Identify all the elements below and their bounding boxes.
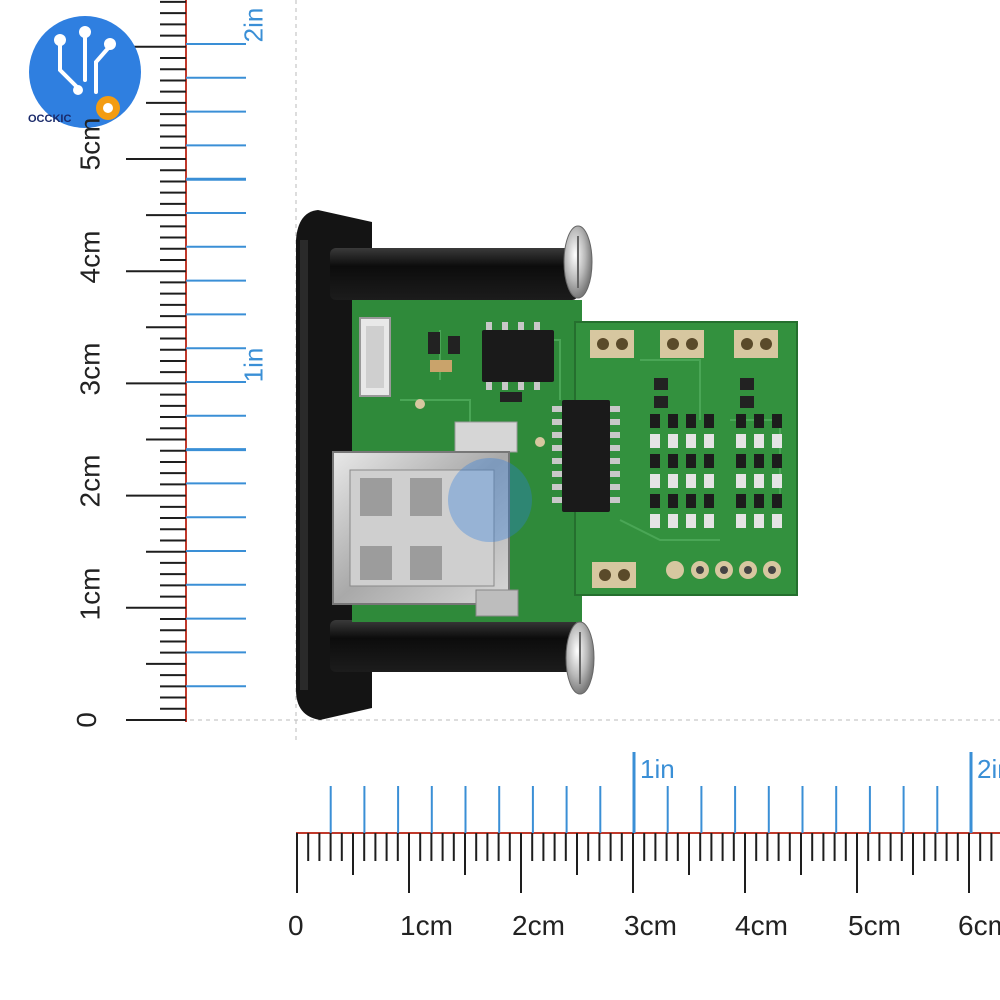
smd-resistor bbox=[650, 514, 660, 528]
solder-pads bbox=[415, 330, 781, 588]
chip-pin bbox=[552, 497, 562, 503]
usb-tab-pad bbox=[454, 421, 518, 453]
horizontal-inch-ticks bbox=[329, 752, 973, 833]
smd-resistor bbox=[704, 514, 714, 528]
smd-resistor bbox=[772, 434, 782, 448]
smd-resistor bbox=[704, 494, 714, 508]
smd-resistor bbox=[650, 474, 660, 488]
h-cm-label-3: 3cm bbox=[624, 910, 677, 941]
smd-resistor bbox=[668, 514, 678, 528]
bottom-screw bbox=[565, 621, 595, 695]
chip-u6 bbox=[562, 400, 610, 512]
vertical-cm-ticks bbox=[126, 0, 186, 721]
smd-resistor bbox=[754, 454, 764, 468]
chip-pin bbox=[552, 471, 562, 477]
usb-a-port bbox=[332, 451, 519, 617]
v-cm-label-3: 3cm bbox=[74, 342, 106, 396]
h-in-label-2: 2in bbox=[977, 756, 1000, 782]
smd-resistor bbox=[686, 474, 696, 488]
chip-pin bbox=[610, 432, 620, 438]
smd-components bbox=[428, 332, 754, 408]
v-cm-label-0: 0 bbox=[70, 712, 102, 728]
smd-resistor bbox=[736, 434, 746, 448]
watermark-logo bbox=[448, 458, 532, 542]
horizontal-cm-ticks bbox=[296, 833, 993, 893]
v-cm-label-1: 1cm bbox=[74, 567, 106, 621]
smd-resistor bbox=[686, 494, 696, 508]
smd-resistor bbox=[650, 494, 660, 508]
smd-resistor bbox=[668, 494, 678, 508]
smd-resistor bbox=[772, 474, 782, 488]
smd-resistor bbox=[736, 514, 746, 528]
chip-pin bbox=[552, 432, 562, 438]
v-in-label-2: 2in bbox=[238, 7, 269, 43]
smd-resistor bbox=[772, 514, 782, 528]
smd-resistor bbox=[668, 434, 678, 448]
smd-resistor bbox=[704, 434, 714, 448]
smd-resistor bbox=[754, 514, 764, 528]
smd-resistor bbox=[686, 514, 696, 528]
smd-resistor bbox=[772, 494, 782, 508]
chip-pin bbox=[610, 458, 620, 464]
h-cm-label-2: 2cm bbox=[512, 910, 565, 941]
chip-pin bbox=[552, 458, 562, 464]
smd-resistor bbox=[736, 494, 746, 508]
top-pillar bbox=[330, 248, 578, 300]
resistor-grid bbox=[650, 414, 782, 528]
smd-resistor bbox=[754, 494, 764, 508]
v-cm-label-2: 2cm bbox=[74, 454, 106, 508]
chip-pin bbox=[552, 406, 562, 412]
chip-pin bbox=[552, 419, 562, 425]
brand-logo bbox=[29, 16, 141, 128]
smd-resistor bbox=[704, 474, 714, 488]
smd-resistor bbox=[686, 414, 696, 428]
chip-pin bbox=[610, 497, 620, 503]
smd-resistor bbox=[754, 414, 764, 428]
chip-u1 bbox=[482, 330, 554, 382]
bezel-edge bbox=[300, 240, 308, 690]
chip-pin bbox=[610, 471, 620, 477]
chip-pin bbox=[610, 406, 620, 412]
smd-resistor bbox=[704, 414, 714, 428]
chip-pin bbox=[610, 445, 620, 451]
mp3-module bbox=[296, 210, 798, 720]
smd-resistor bbox=[736, 474, 746, 488]
smd-resistor bbox=[650, 414, 660, 428]
v-in-label-1: 1in bbox=[238, 347, 269, 383]
smd-resistor bbox=[650, 454, 660, 468]
bottom-pillar bbox=[330, 620, 578, 672]
vertical-ruler bbox=[126, 0, 246, 722]
smd-resistor bbox=[772, 414, 782, 428]
horizontal-ruler bbox=[296, 752, 1000, 893]
smd-resistor bbox=[686, 434, 696, 448]
smd-resistor bbox=[686, 454, 696, 468]
smd-resistor bbox=[772, 454, 782, 468]
smd-resistor bbox=[668, 474, 678, 488]
chip-pin bbox=[610, 419, 620, 425]
vertical-inch-ticks bbox=[186, 43, 246, 688]
top-screw bbox=[563, 225, 593, 299]
smd-resistor bbox=[650, 434, 660, 448]
h-cm-label-0: 0 bbox=[288, 910, 304, 941]
h-cm-label-6: 6cm bbox=[958, 912, 1000, 940]
smd-resistor bbox=[668, 454, 678, 468]
h-cm-label-4: 4cm bbox=[735, 910, 788, 941]
h-cm-label-5: 5cm bbox=[848, 910, 901, 941]
h-in-label-1: 1in bbox=[640, 754, 675, 784]
smd-resistor bbox=[736, 414, 746, 428]
smd-resistor bbox=[704, 454, 714, 468]
smd-resistor bbox=[668, 414, 678, 428]
chip-pin bbox=[552, 445, 562, 451]
chip-pin bbox=[610, 484, 620, 490]
v-cm-label-4: 4cm bbox=[74, 230, 106, 284]
smd-resistor bbox=[754, 474, 764, 488]
v-cm-label-5: 5cm bbox=[74, 117, 106, 171]
smd-resistor bbox=[736, 454, 746, 468]
logo-wordmark: OCCKIC bbox=[28, 113, 72, 125]
chip-pin bbox=[552, 484, 562, 490]
h-cm-label-1: 1cm bbox=[400, 910, 453, 941]
smd-resistor bbox=[754, 434, 764, 448]
